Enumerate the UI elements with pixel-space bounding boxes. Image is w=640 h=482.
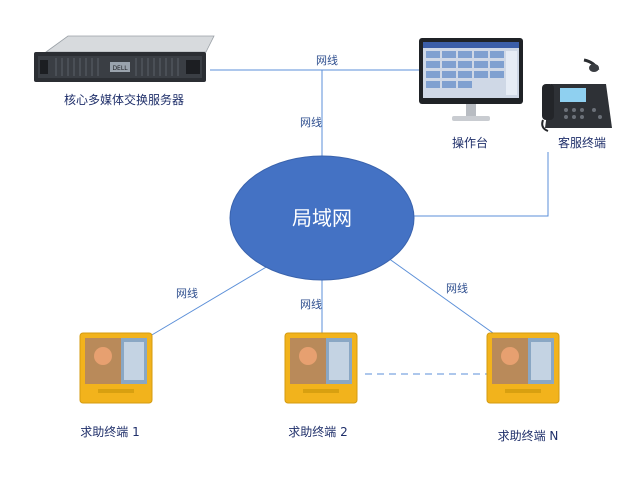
link-label-server-lan: 网线 (300, 115, 322, 129)
console-caption: 操作台 (452, 135, 488, 150)
help-terminal-2-icon (284, 332, 358, 404)
help-terminal-n-icon (486, 332, 560, 404)
lan-label: 局域网 (292, 206, 352, 230)
monitor-icon (419, 38, 523, 121)
link-lan-term1 (139, 265, 269, 343)
link-label-server-console: 网线 (316, 53, 338, 67)
desk-phone-icon (541, 58, 612, 132)
server-caption: 核心多媒体交换服务器 (64, 92, 184, 107)
help-terminal-1-icon (79, 332, 153, 404)
link-label-term1: 网线 (176, 286, 198, 300)
server-brand-logo: DELL (112, 65, 128, 72)
link-label-termN: 网线 (446, 281, 468, 295)
server-icon: DELL (34, 35, 215, 82)
termN-caption: 求助终端 N (498, 428, 559, 443)
connections (139, 69, 549, 375)
link-lan-service (412, 152, 549, 217)
link-lan-termN (387, 257, 501, 339)
service-caption: 客服终端 (558, 135, 606, 150)
term2-caption: 求助终端 2 (288, 424, 347, 439)
term1-caption: 求助终端 1 (80, 424, 139, 439)
link-label-term2: 网线 (300, 297, 322, 311)
lan-cloud: 局域网 (229, 155, 415, 281)
